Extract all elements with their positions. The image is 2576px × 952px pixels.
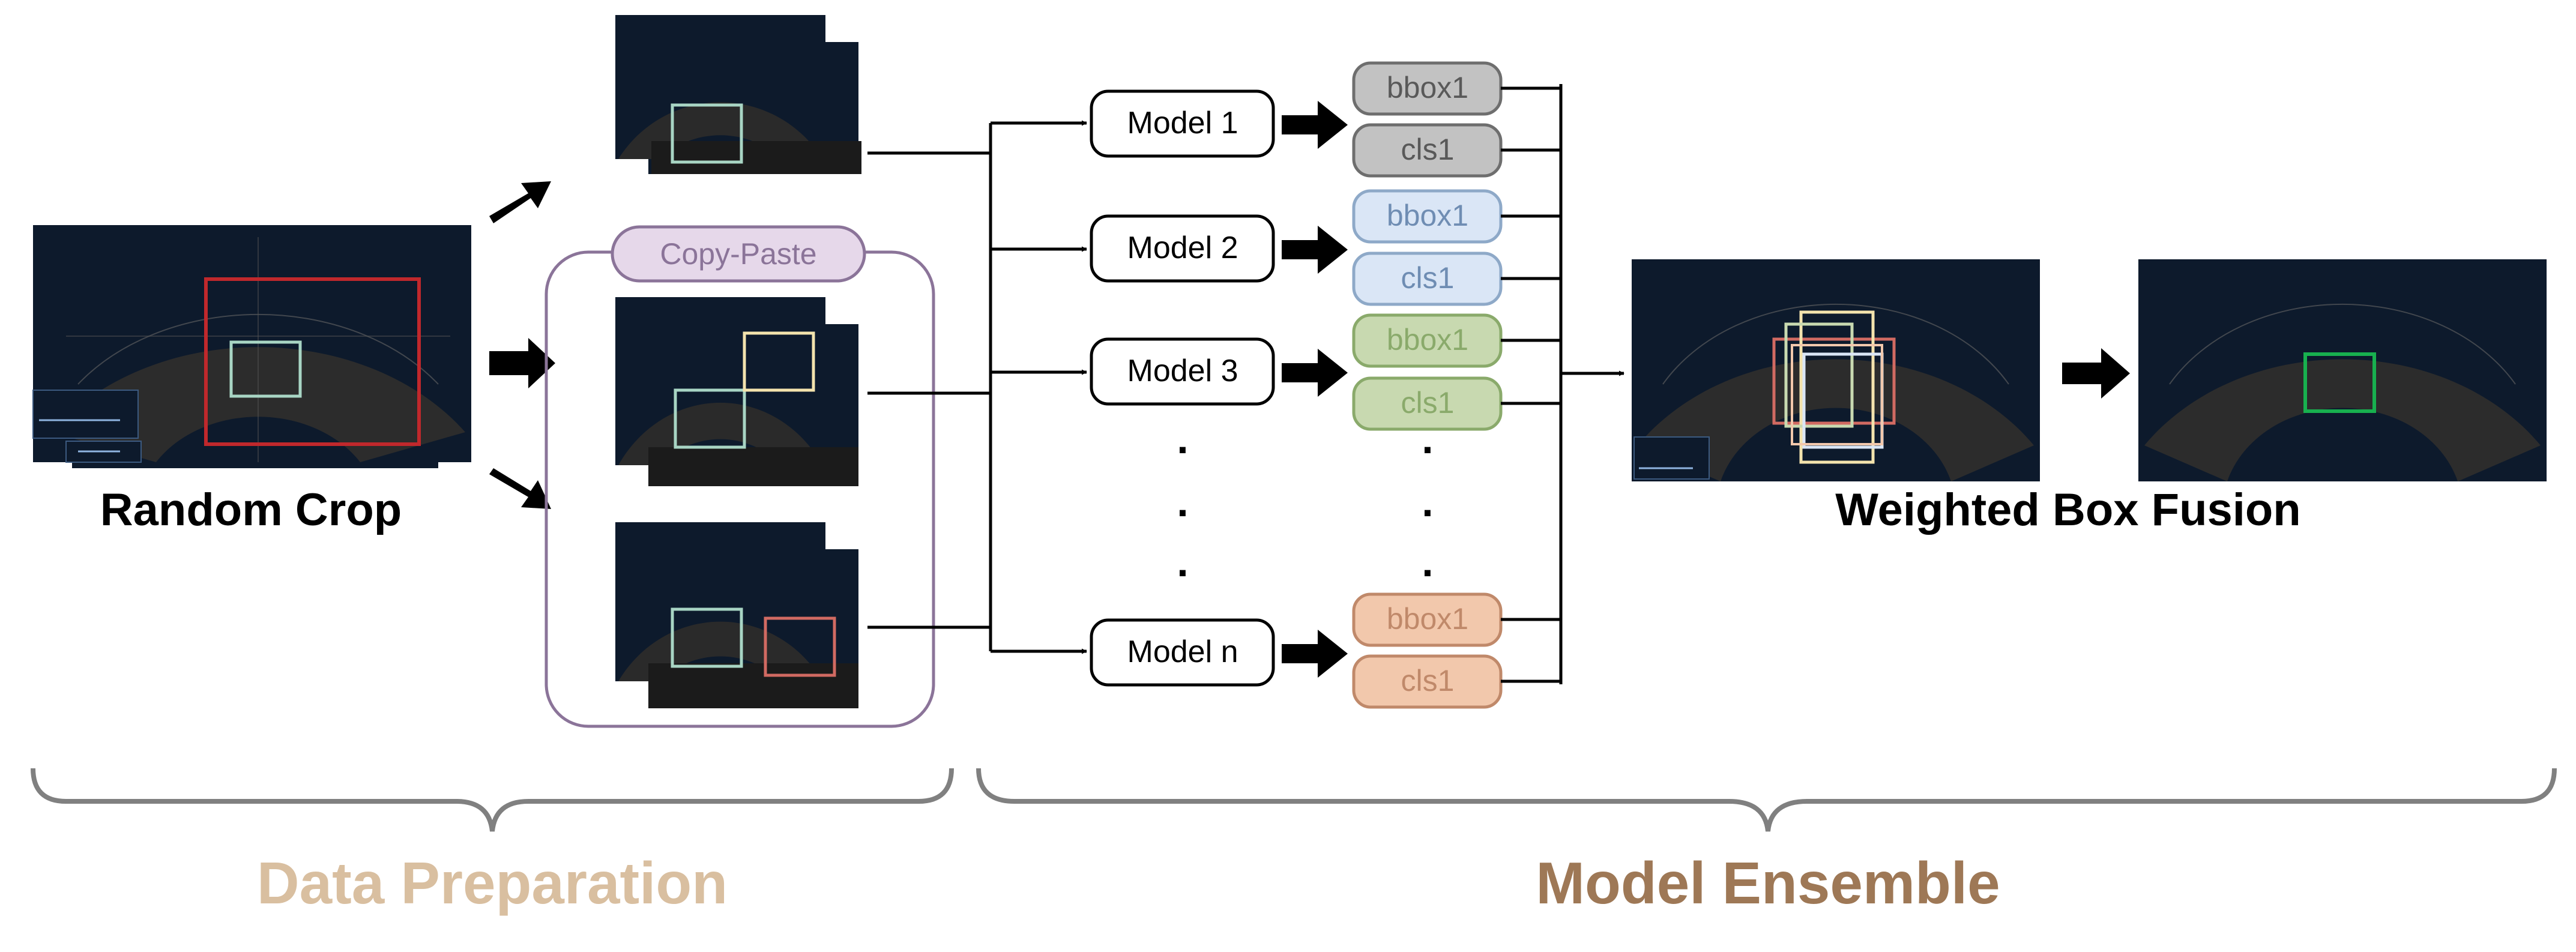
model-n: Model n	[1090, 618, 1275, 687]
top-gt-box	[671, 103, 743, 164]
middle-paste-box	[743, 331, 815, 392]
augment-top	[615, 15, 861, 174]
outputs-model-n: bbox1 cls1	[1352, 592, 1503, 709]
fused-box	[2303, 352, 2376, 413]
augment-to-models-connectors	[867, 120, 1087, 654]
gt-box	[229, 340, 302, 398]
bbox-label: bbox1	[1387, 602, 1468, 636]
model-ensemble-brace	[976, 768, 2557, 832]
svg-text:.: .	[1422, 538, 1433, 585]
data-preparation-label: Data Preparation	[257, 850, 728, 916]
weighted-box-fusion-label: Weighted Box Fusion	[1835, 484, 2300, 535]
fusion-box-red	[1772, 337, 1896, 425]
model-1: Model 1	[1090, 89, 1275, 158]
model-3-label: Model 3	[1127, 354, 1238, 388]
crop-box	[204, 277, 421, 446]
bbox-label: bbox1	[1387, 71, 1468, 104]
model-2: Model 2	[1090, 214, 1275, 283]
svg-text:.: .	[1422, 415, 1433, 462]
fusion-arrow	[2062, 348, 2130, 399]
model-ensemble-label: Model Ensemble	[1536, 850, 2000, 916]
cls-label: cls1	[1401, 664, 1455, 697]
svg-text:.: .	[1177, 415, 1188, 462]
outputs-model-3: bbox1 cls1	[1352, 313, 1503, 431]
augment-middle	[615, 297, 858, 486]
model-3: Model 3	[1090, 337, 1275, 406]
bbox-label: bbox1	[1387, 323, 1468, 357]
model-1-label: Model 1	[1127, 106, 1238, 140]
fusion-box-yellow	[1799, 310, 1875, 464]
model-2-label: Model 2	[1127, 230, 1238, 265]
cls-label: cls1	[1401, 261, 1455, 295]
svg-text:.: .	[1177, 538, 1188, 585]
fusion-output-image	[2138, 259, 2547, 481]
outputs-model-2: bbox1 cls1	[1352, 189, 1503, 306]
data-preparation-brace	[31, 768, 954, 832]
model-n-label: Model n	[1127, 634, 1238, 669]
copy-paste-pill	[611, 225, 866, 283]
middle-gt-box	[674, 388, 746, 449]
crop-to-augment-arrows	[489, 181, 555, 509]
outputs-to-fusion-connectors	[1501, 84, 1624, 684]
copy-paste-label: Copy-Paste	[660, 237, 816, 271]
bottom-gt-box	[671, 607, 743, 668]
svg-text:.: .	[1422, 478, 1433, 525]
random-crop-group: Random Crop	[32, 225, 471, 535]
outputs-model-1: bbox1 cls1	[1352, 61, 1503, 178]
svg-text:.: .	[1177, 478, 1188, 525]
model-output-arrows	[1282, 101, 1348, 678]
bbox-label: bbox1	[1387, 199, 1468, 232]
random-crop-label: Random Crop	[100, 484, 402, 535]
cls-label: cls1	[1401, 133, 1455, 166]
fusion-box-salmon	[1791, 344, 1883, 445]
bottom-paste-box	[764, 616, 836, 677]
model-ellipsis: . . .	[1177, 415, 1188, 585]
cls-label: cls1	[1401, 386, 1455, 420]
copy-paste-container: Copy-Paste	[544, 225, 935, 728]
fusion-input-image	[1632, 259, 2040, 481]
augment-bottom	[615, 522, 858, 708]
fusion-box-green	[1784, 322, 1854, 428]
output-ellipsis: . . .	[1422, 415, 1433, 585]
